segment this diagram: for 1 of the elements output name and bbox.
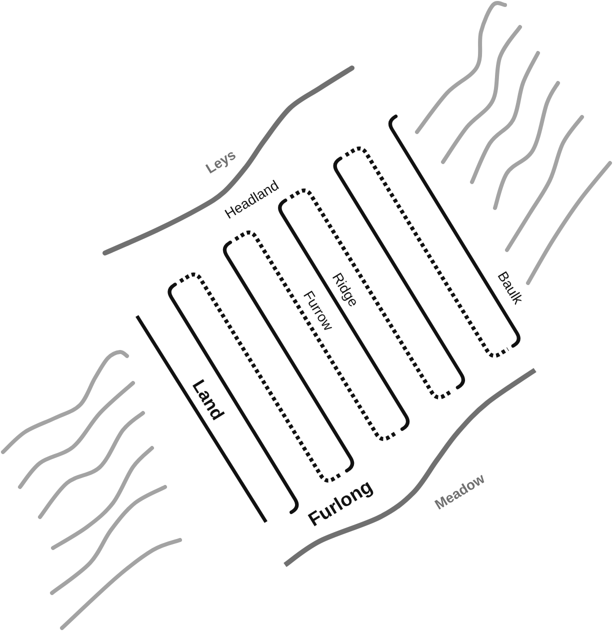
area-label: Leys (202, 146, 240, 178)
